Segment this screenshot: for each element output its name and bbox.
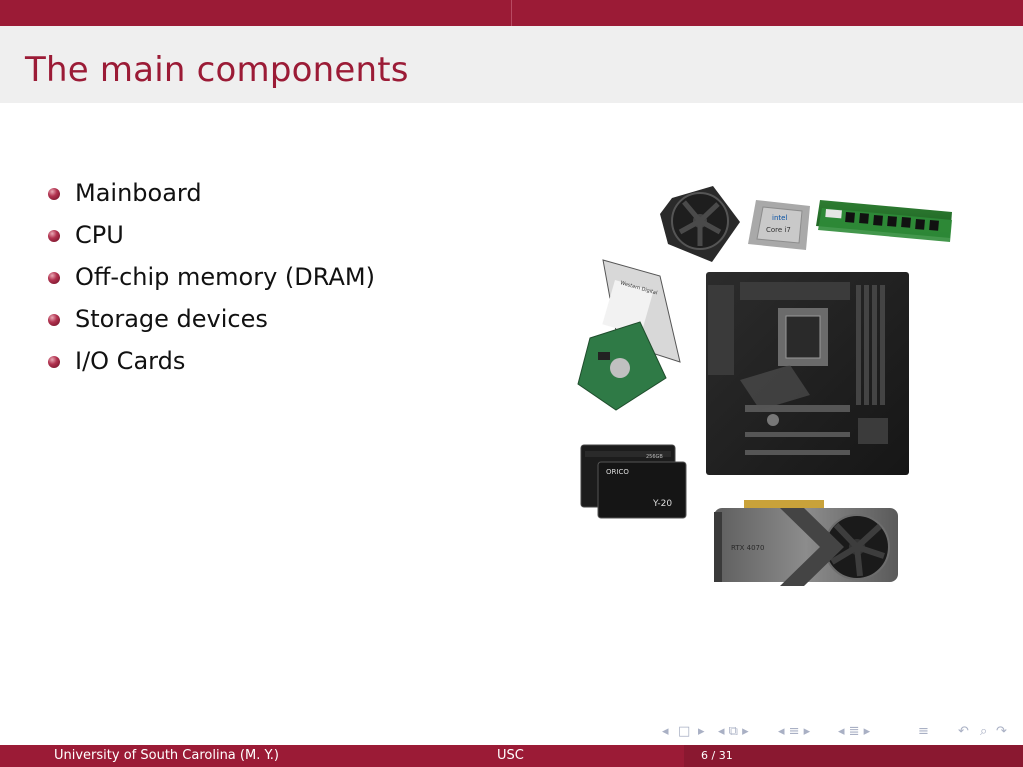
- gpu-model-label: RTX 4070: [731, 544, 764, 552]
- search-icon[interactable]: ⌕: [980, 724, 988, 739]
- ssd-brand-label: ORICO: [606, 468, 629, 476]
- title-bar: The main components: [0, 26, 1023, 103]
- bullet-icon: [48, 314, 60, 326]
- nav-align-icon[interactable]: ≡: [918, 724, 929, 739]
- bullet-icon: [48, 272, 60, 284]
- mainboard-image: [706, 272, 909, 475]
- cpu-image: intel Core i7: [748, 200, 810, 250]
- footer-page-box: 6 / 31: [684, 745, 1023, 767]
- list-item: Storage devices: [48, 302, 375, 344]
- list-item: Off-chip memory (DRAM): [48, 260, 375, 302]
- bullet-text: CPU: [75, 221, 124, 249]
- cpu-model-label: Core i7: [766, 226, 791, 234]
- redo-icon[interactable]: ↷: [996, 724, 1007, 739]
- ssd-model-label: Y-20: [652, 499, 672, 509]
- nav-frame-icon[interactable]: □: [678, 724, 691, 739]
- list-item: CPU: [48, 218, 375, 260]
- list-item: Mainboard: [48, 176, 375, 218]
- cpu-brand-label: intel: [772, 214, 787, 222]
- ram-image: [816, 200, 952, 242]
- bullet-icon: [48, 188, 60, 200]
- nav-section-icon[interactable]: ◂ ≣ ▸: [838, 724, 871, 739]
- nav-section-icon[interactable]: ◂ ≡ ▸: [778, 724, 811, 739]
- hdd-brand-label: Western Digital: [619, 280, 657, 296]
- header-bar: [0, 0, 1023, 26]
- page-number: 6 / 31: [701, 749, 733, 762]
- footer-author: University of South Carolina (M. Y.): [54, 748, 279, 763]
- footer-bar: University of South Carolina (M. Y.) USC…: [0, 745, 1023, 767]
- bullet-icon: [48, 230, 60, 242]
- bullet-icon: [48, 356, 60, 368]
- nav-next-icon[interactable]: ▸: [698, 724, 705, 739]
- ssd-capacity-label: 256GB: [646, 454, 663, 460]
- cpu-cooler-image: [660, 186, 740, 262]
- nav-prev-icon[interactable]: ◂: [662, 724, 669, 739]
- header-divider: [511, 0, 512, 26]
- nav-subsection-icon[interactable]: ◂ ⧉ ▸: [718, 724, 749, 739]
- undo-icon[interactable]: ↶: [958, 724, 969, 739]
- bullet-text: Storage devices: [75, 305, 268, 333]
- bullet-text: I/O Cards: [75, 347, 186, 375]
- bullet-text: Mainboard: [75, 179, 202, 207]
- list-item: I/O Cards: [48, 344, 375, 386]
- slide-title: The main components: [25, 50, 409, 90]
- gpu-image: RTX 4070: [714, 500, 898, 586]
- beamer-navigation: ◂ □ ▸ ◂ ⧉ ▸ ◂ ≡ ▸ ◂ ≣ ▸ ≡ ↶ ⌕ ↷: [660, 722, 1020, 742]
- footer-institute: USC: [497, 748, 524, 763]
- ssd-image: 256GB ORICO Y-20: [580, 444, 687, 519]
- bullet-text: Off-chip memory (DRAM): [75, 263, 375, 291]
- hdd-image: Western Digital: [577, 259, 681, 411]
- bullet-list: Mainboard CPU Off-chip memory (DRAM) Sto…: [48, 176, 375, 386]
